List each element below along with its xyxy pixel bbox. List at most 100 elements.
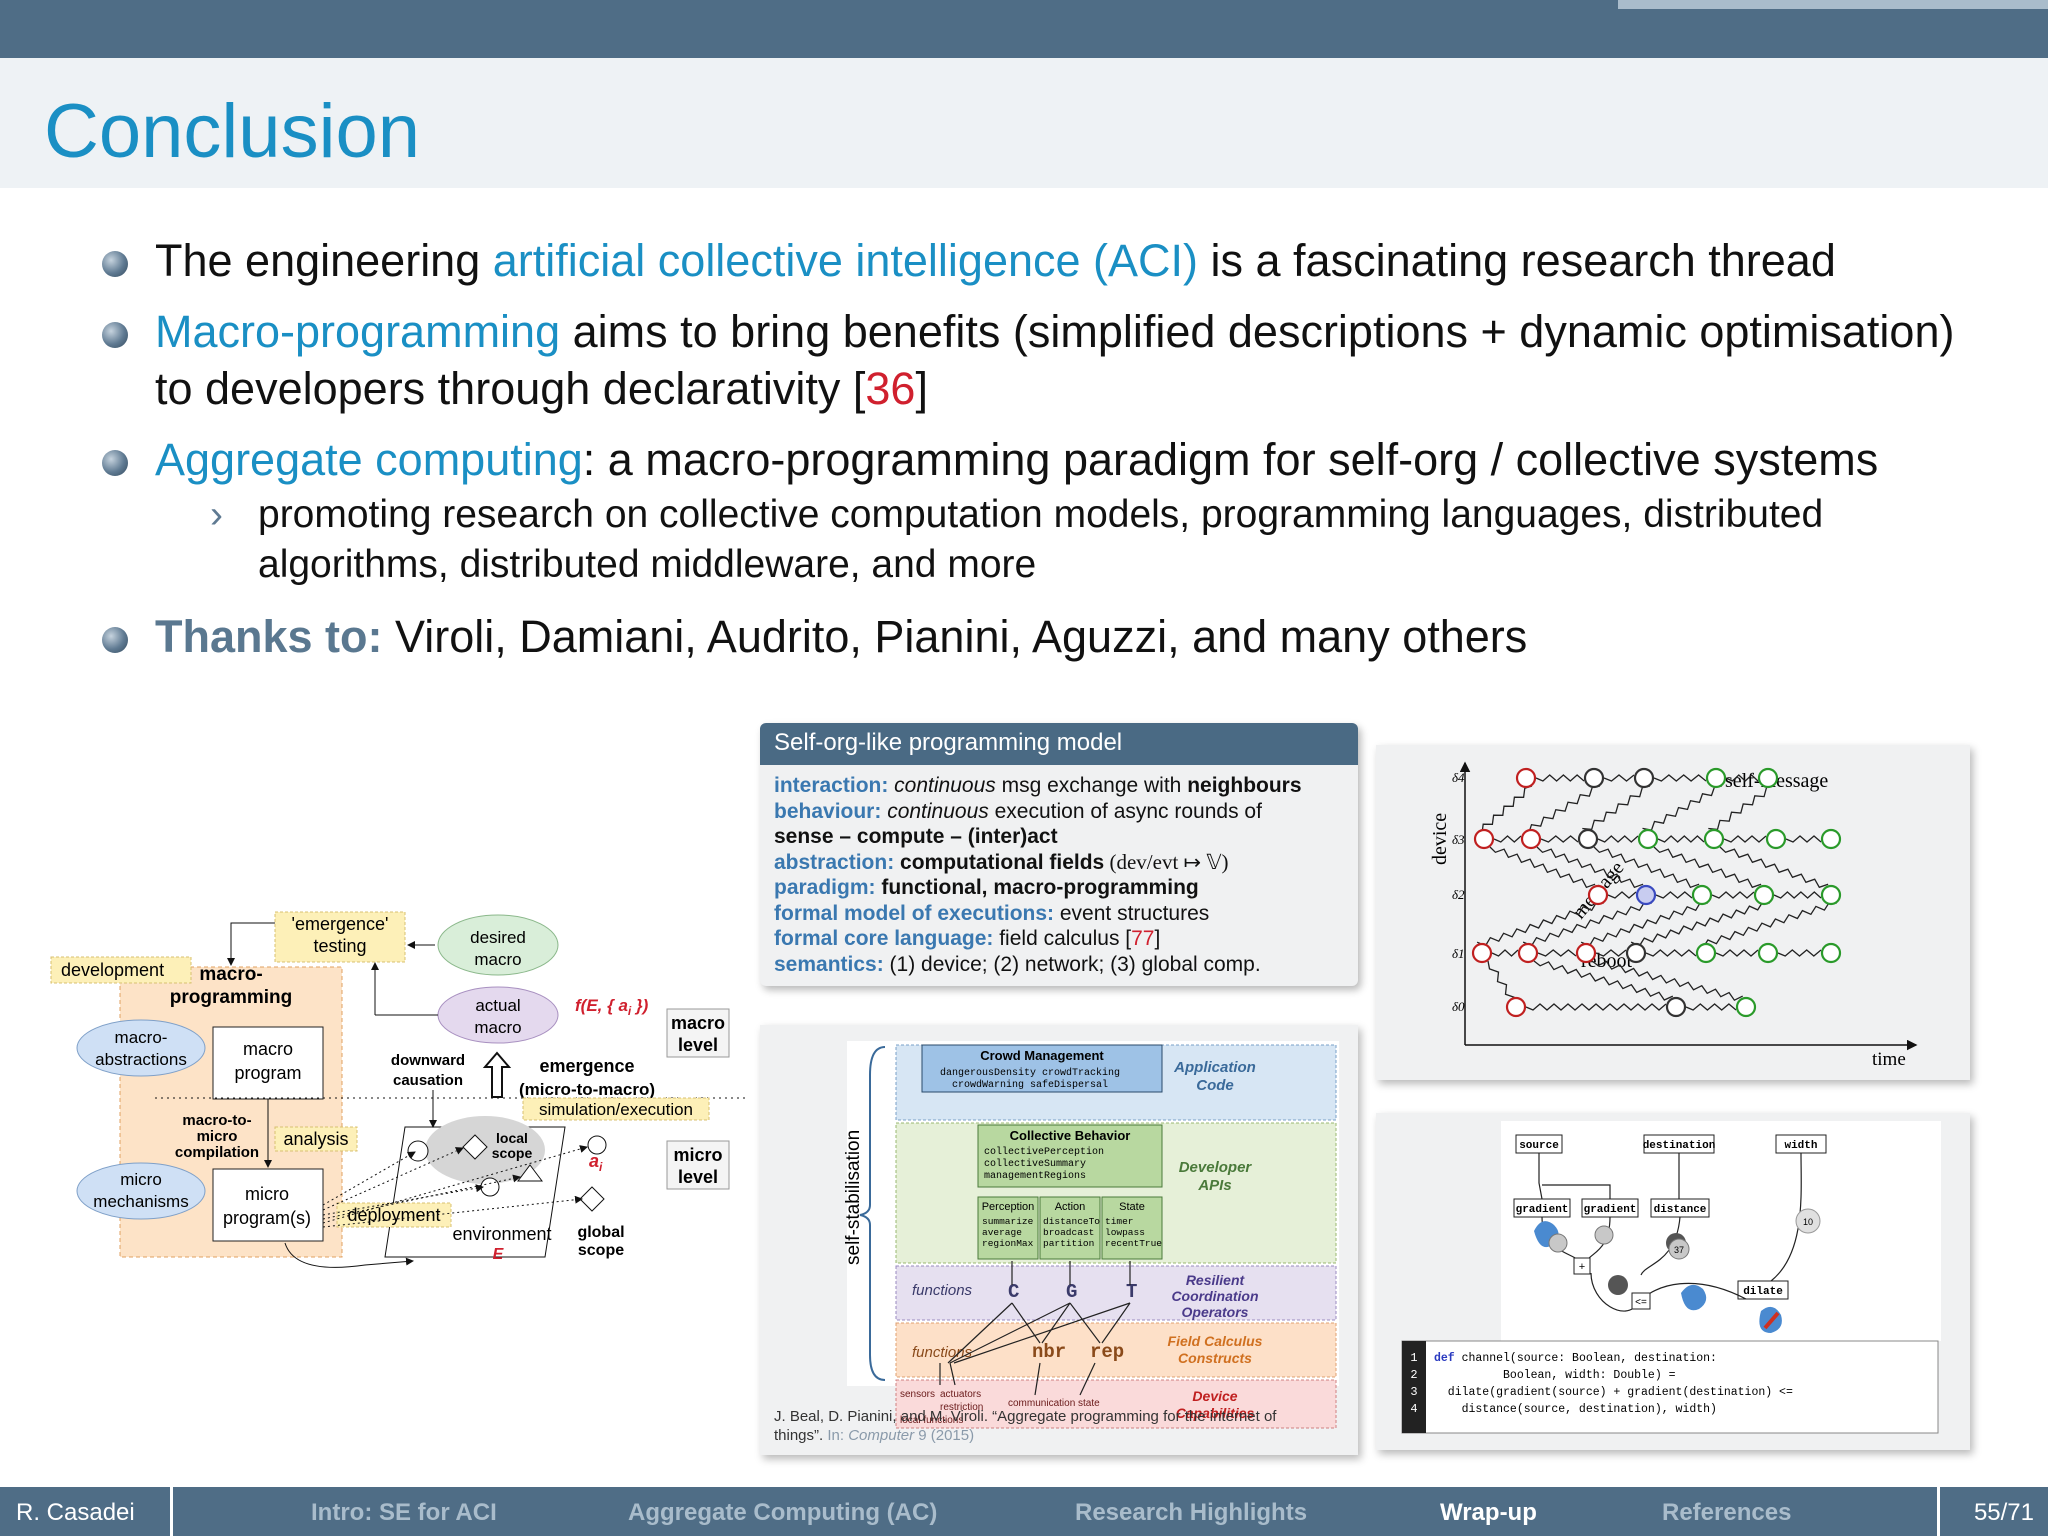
footer-bar: R. Casadei Intro: SE for ACI Aggregate C… [0, 1487, 2048, 1536]
event-edge [1607, 891, 1637, 899]
local-functions-label: local functions [900, 1415, 963, 1426]
plus-node-label: + [1579, 1261, 1585, 1273]
action-function-label: broadcast [1043, 1227, 1094, 1238]
event-node [1735, 996, 1757, 1018]
programming-model-line: interaction: continuous msg exchange wit… [774, 774, 1302, 797]
citation-link[interactable]: 36 [865, 363, 916, 414]
collective-behavior-label: Collective Behavior [1010, 1128, 1131, 1143]
analysis-label: analysis [283, 1129, 348, 1149]
value-37-label: 37 [1674, 1245, 1684, 1255]
event-node [1583, 767, 1605, 789]
page-number: 55/71 [1937, 1487, 2048, 1536]
deployment-label: deployment [347, 1205, 440, 1225]
highlight-macro-programming: Macro-programming [155, 306, 561, 357]
global-scope-label: global [577, 1224, 624, 1241]
downward-causation-label: causation [393, 1072, 463, 1089]
event-edge [1491, 949, 1519, 957]
operator-c-label: C [1008, 1281, 1019, 1303]
rep-construct-label: rep [1090, 1341, 1124, 1363]
micro-level-label: micro [673, 1145, 722, 1165]
event-node [1765, 828, 1787, 850]
self-stabilisation-label: self-stabilisation [843, 1130, 864, 1265]
progress-indicator [1618, 0, 2048, 9]
state-function-label: timer [1105, 1216, 1134, 1227]
bullet-text: aims to bring benefits (simplified descr… [560, 306, 1955, 357]
event-edge [1489, 846, 1596, 889]
local-scope-label: local [496, 1130, 528, 1146]
event-node [1625, 942, 1647, 964]
channel-diagram: source destination width gradient gradie… [1401, 1121, 1941, 1434]
desired-macro-label: macro [474, 950, 521, 969]
event-node [1520, 828, 1542, 850]
event-edge [1580, 901, 1709, 947]
crowd-management-label: Crowd Management [980, 1048, 1104, 1063]
footer-nav-item[interactable]: Aggregate Computing (AC) [628, 1499, 938, 1526]
event-node [1587, 884, 1609, 906]
macro-to-micro-label: compilation [175, 1144, 259, 1161]
footer-nav-item[interactable]: References [1662, 1499, 1792, 1526]
event-edge [1785, 835, 1822, 843]
event-node [1635, 884, 1657, 906]
event-edge [1723, 835, 1767, 843]
highlight-aggregate-computing: Aggregate computing [155, 434, 583, 485]
actuators-label: actuators [940, 1389, 981, 1400]
programming-model-line: semantics: (1) device; (2) network; (3) … [774, 952, 1261, 976]
event-edge [1540, 835, 1579, 843]
event-edge [1711, 891, 1755, 899]
micro-program-label: program(s) [223, 1208, 311, 1228]
action-function-label: partition [1043, 1238, 1094, 1249]
event-node [1665, 996, 1687, 1018]
gradient-node-label: gradient [1584, 1204, 1637, 1216]
leq-node-label: <= [1635, 1297, 1647, 1308]
emergence-testing-label: 'emergence' [292, 914, 389, 934]
footer-nav-item[interactable]: Research Highlights [1075, 1499, 1308, 1526]
event-edge [1595, 949, 1627, 957]
micro-mechanisms-label: mechanisms [93, 1192, 188, 1211]
programming-model-title: Self-org-like programming model [760, 723, 1358, 765]
footer-nav-item-active[interactable]: Wrap-up [1440, 1499, 1537, 1526]
aggregate-stack-diagram: self-stabilisation Crowd Management dang… [843, 1041, 1339, 1429]
event-node [1471, 942, 1493, 964]
ai-label: ai [589, 1151, 603, 1174]
nbr-construct-label: nbr [1032, 1341, 1066, 1363]
resilient-operators-label: Operators [1182, 1304, 1249, 1320]
bullet-text: The engineering [155, 235, 493, 286]
crowd-functions-label: crowdWarning safeDispersal [952, 1079, 1108, 1091]
device-axis-label: device [1429, 813, 1451, 865]
bullet-icon [102, 322, 128, 348]
desired-macro-label: desired [470, 928, 526, 947]
event-edge [1476, 901, 1605, 947]
event-edge [1536, 846, 1644, 889]
bullet-icon [102, 251, 128, 277]
event-edge [1493, 835, 1522, 843]
event-structure-panel: device time δ4 δ3 δ2 δ1 δ0 self-message … [1376, 745, 1970, 1080]
bullet-icon [102, 450, 128, 476]
event-edge [1642, 785, 1723, 831]
bullet-text: : a macro-programming paradigm for self-… [582, 434, 1879, 485]
time-axis-label: time [1872, 1049, 1906, 1070]
footer-author: R. Casadei [0, 1487, 173, 1536]
event-edge [1481, 785, 1533, 834]
programming-model-line: paradigm: functional, macro-programming [774, 876, 1199, 899]
micro-level-label: level [678, 1167, 718, 1187]
event-edge [1719, 846, 1829, 889]
perception-function-label: average [982, 1227, 1022, 1238]
footer-nav-item[interactable]: Intro: SE for ACI [311, 1499, 497, 1526]
developer-apis-label: APIs [1197, 1177, 1231, 1194]
macro-micro-diagram: development 'emergence' testing desired … [50, 911, 745, 1268]
event-node [1705, 767, 1727, 789]
micro-mechanisms-label: micro [120, 1170, 162, 1189]
collective-function-label: managementRegions [984, 1170, 1086, 1182]
function-label: f(E, { ai }) [575, 996, 649, 1018]
bullet-list: The engineering artificial collective in… [100, 232, 2020, 679]
code-line: distance(source, destination), width) [1434, 1403, 1717, 1416]
citation-link[interactable]: 77 [1131, 927, 1155, 950]
environment-e-label: E [493, 1246, 505, 1263]
action-label: Action [1055, 1201, 1086, 1213]
event-node [1517, 942, 1539, 964]
event-edge [1527, 785, 1601, 834]
state-function-label: recentTrue [1105, 1238, 1162, 1249]
bullet-text: to developers through declarativity [ [155, 363, 866, 414]
event-edge [1593, 846, 1700, 889]
event-node [1820, 828, 1842, 850]
